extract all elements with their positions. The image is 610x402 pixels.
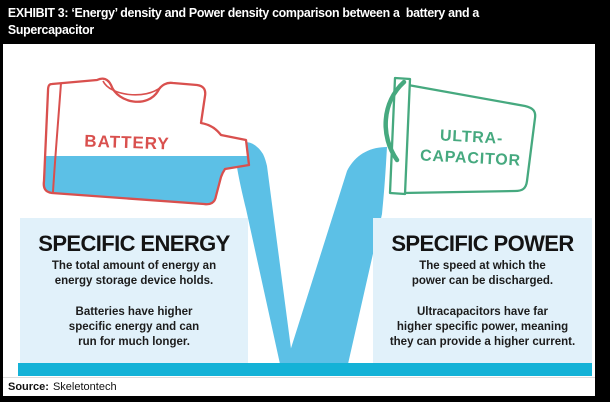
exhibit-title: EXHIBIT 3: ‘Energy’ density and Power de…	[7, 6, 480, 37]
battery-liquid-stream	[235, 142, 293, 364]
jug-end-cap-line	[52, 82, 62, 193]
specific-power-heading: SPECIFIC POWER	[391, 231, 574, 256]
specific-energy-heading: SPECIFIC ENERGY	[38, 231, 230, 256]
pouring-illustration: BATTERY ULTRA- CAPACITOR	[18, 76, 592, 376]
panel-specific-energy: SPECIFIC ENERGY The total amount of ener…	[20, 218, 248, 363]
source-value: Skeletontech	[52, 381, 117, 393]
cup-handle	[383, 79, 407, 163]
ultracapacitor-label-line2: CAPACITOR	[420, 147, 522, 169]
ultracapacitor-cup-illustration: ULTRA- CAPACITOR	[383, 76, 537, 196]
specific-energy-description: The total amount of energy an energy sto…	[51, 260, 217, 287]
jug-handle-line	[102, 80, 162, 96]
capacitor-liquid-stream	[286, 147, 387, 364]
infographic-canvas: BATTERY ULTRA- CAPACITOR SPECIFIC ENERGY…	[3, 44, 595, 396]
exhibit-header: EXHIBIT 3: ‘Energy’ density and Power de…	[0, 0, 610, 44]
source-line: Source:Skeletontech	[3, 377, 595, 396]
specific-power-detail: Ultracapacitors have far higher specific…	[389, 306, 576, 348]
battery-jug-illustration: BATTERY	[42, 77, 251, 206]
cup-body	[401, 83, 537, 195]
panel-specific-power: SPECIFIC POWER The speed at which the po…	[373, 218, 592, 363]
specific-energy-detail: Batteries have higher specific energy an…	[68, 306, 200, 348]
source-label: Source:	[8, 381, 49, 393]
battery-label: BATTERY	[84, 132, 170, 154]
liquid-pool	[18, 363, 592, 376]
ultracapacitor-label-line1: ULTRA-	[440, 127, 504, 147]
specific-power-description: The speed at which the power can be disc…	[411, 260, 554, 287]
